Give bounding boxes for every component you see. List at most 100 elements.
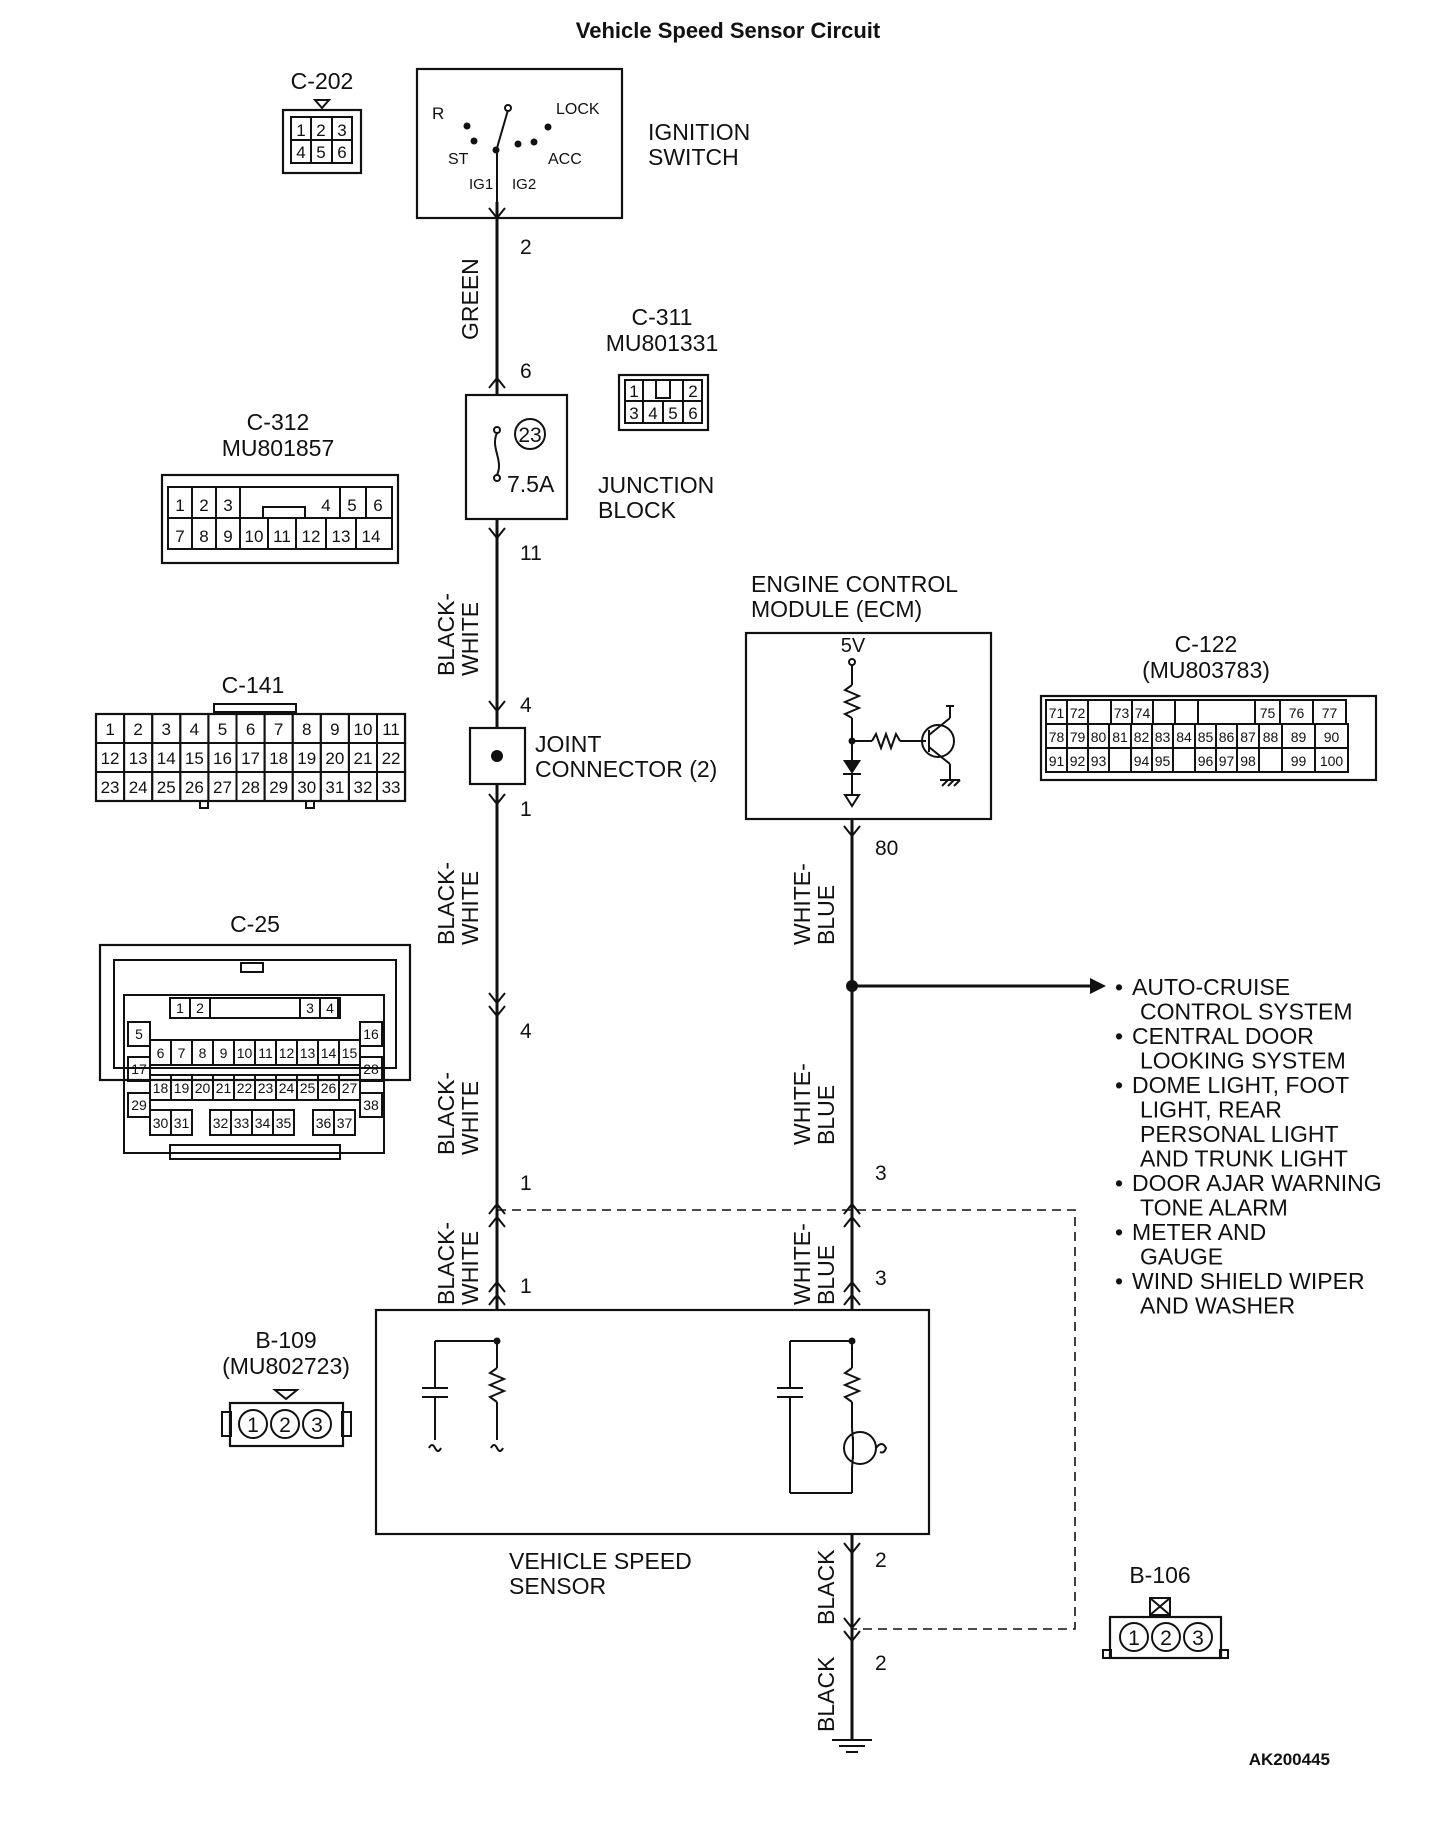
system-bullet: • (1115, 1170, 1123, 1196)
svg-text:2: 2 (688, 382, 697, 401)
connector-pin: 3 (306, 1000, 314, 1016)
connector-pin: 27 (342, 1080, 358, 1096)
pin-jb-out: 11 (520, 542, 542, 565)
svg-text:IG2: IG2 (512, 176, 536, 193)
svg-text:4: 4 (296, 143, 305, 162)
pin-ign-out: 2 (520, 236, 532, 259)
svg-text:5V: 5V (841, 635, 866, 657)
svg-text:(MU803783): (MU803783) (1142, 657, 1270, 683)
svg-text:BLACK-: BLACK- (433, 593, 459, 676)
system-item: CENTRAL DOOR (1132, 1023, 1314, 1049)
pin-vss-1: 1 (520, 1275, 532, 1298)
junction-block: 23 7.5A JUNCTION BLOCK (464, 393, 714, 523)
connector-pin: 22 (237, 1080, 253, 1096)
connector-pin: 2 (196, 1000, 204, 1016)
pin-jc-in: 4 (520, 694, 532, 717)
connector-pin: 1 (176, 1000, 184, 1016)
vehicle-speed-sensor: VEHICLE SPEED SENSOR (374, 1308, 931, 1599)
wire-label-black-1: BLACK (813, 1549, 839, 1625)
connector-pin: 16 (363, 1026, 379, 1042)
svg-text:BLOCK: BLOCK (598, 497, 677, 523)
svg-text:BLUE: BLUE (813, 1085, 839, 1145)
connector-pin: 35 (276, 1115, 292, 1131)
connector-pin: 11 (382, 720, 400, 739)
connector-pin: 91 (1049, 753, 1065, 769)
connector-pin: 78 (1049, 729, 1065, 745)
connector-pin: 3 (223, 496, 232, 515)
connector-pin: 13 (129, 749, 148, 768)
connector-pin: 100 (1320, 753, 1344, 769)
connector-c202: C-202 1 2 3 4 5 6 (281, 68, 363, 175)
connector-pin: 2 (133, 720, 142, 739)
svg-text:C-122: C-122 (1175, 631, 1238, 657)
connector-pin: 81 (1112, 729, 1128, 745)
connector-pin: 7 (175, 527, 184, 546)
svg-text:WHITE-: WHITE- (789, 863, 815, 945)
svg-text:WHITE: WHITE (457, 602, 483, 676)
connector-pin: 5 (135, 1026, 143, 1042)
system-item: GAUGE (1140, 1244, 1223, 1270)
connector-pin: 79 (1070, 729, 1086, 745)
connector-pin: 1 (247, 1414, 259, 1437)
pin-jb-in: 6 (520, 360, 532, 383)
diagram-title: Vehicle Speed Sensor Circuit (576, 18, 881, 43)
system-item: DOOR AJAR WARNING (1132, 1170, 1382, 1196)
svg-text:JUNCTION: JUNCTION (598, 472, 714, 498)
connector-pin: 28 (241, 778, 260, 797)
connector-pin: 75 (1260, 705, 1276, 721)
system-item: WIND SHIELD WIPER (1132, 1268, 1365, 1294)
system-bullet: • (1115, 1072, 1123, 1098)
svg-text:VEHICLE SPEED: VEHICLE SPEED (509, 1548, 692, 1574)
svg-text:MU801857: MU801857 (222, 435, 335, 461)
connector-pin: 9 (223, 527, 232, 546)
system-item: AND WASHER (1140, 1293, 1295, 1319)
connector-pin: 6 (157, 1045, 165, 1061)
system-item: CONTROL SYSTEM (1140, 999, 1353, 1025)
connector-pin: 11 (273, 527, 291, 546)
svg-text:BLUE: BLUE (813, 1245, 839, 1305)
connector-pin: 34 (255, 1115, 271, 1131)
connector-pin: 2 (199, 496, 208, 515)
connector-pin: 21 (353, 749, 372, 768)
connector-c311: C-311 MU801331 1 2 3 4 5 6 (606, 304, 718, 432)
svg-text:BLACK-: BLACK- (433, 862, 459, 945)
connector-pin: 15 (342, 1045, 358, 1061)
wire-label-black-white-3: BLACK- WHITE (433, 1072, 483, 1155)
connector-pin: 1 (1128, 1627, 1140, 1650)
svg-text:LOCK: LOCK (556, 101, 600, 118)
pin-jc-out: 1 (520, 798, 532, 821)
connector-pin: 32 (213, 1115, 229, 1131)
svg-text:IG1: IG1 (469, 176, 493, 193)
connector-pin: 73 (1114, 705, 1130, 721)
svg-text:C-311: C-311 (632, 304, 693, 330)
svg-text:MODULE (ECM): MODULE (ECM) (751, 596, 922, 622)
system-item: PERSONAL LIGHT (1140, 1121, 1339, 1147)
connector-pin: 6 (246, 720, 255, 739)
wire-label-black-white-4: BLACK- WHITE (433, 1222, 483, 1305)
connector-pin: 9 (330, 720, 339, 739)
svg-text:BLACK-: BLACK- (433, 1222, 459, 1305)
connector-pin: 13 (300, 1045, 316, 1061)
connector-pin: 30 (153, 1115, 169, 1131)
svg-text:2: 2 (316, 121, 325, 140)
connector-pin: 94 (1134, 753, 1150, 769)
system-bullet: • (1115, 1219, 1123, 1245)
connector-pin: 10 (245, 527, 264, 546)
connector-pin: 5 (347, 496, 356, 515)
main-wire-left (488, 202, 506, 1310)
connector-pin: 19 (297, 749, 316, 768)
connector-pin: 5 (218, 720, 227, 739)
connector-pin: 3 (162, 720, 171, 739)
connector-pin: 1 (175, 496, 184, 515)
connector-pin: 25 (300, 1080, 316, 1096)
system-item: LOOKING SYSTEM (1140, 1048, 1346, 1074)
connector-pin: 10 (237, 1045, 253, 1061)
connector-pin: 2 (279, 1414, 291, 1437)
connector-pin: 12 (101, 749, 120, 768)
connector-pin: 38 (363, 1097, 379, 1113)
connector-pin: 20 (325, 749, 344, 768)
connector-pin: 11 (258, 1045, 273, 1061)
ignition-switch: R LOCK ST ACC IG1 IG2 IGNITION SWITCH (415, 67, 750, 220)
